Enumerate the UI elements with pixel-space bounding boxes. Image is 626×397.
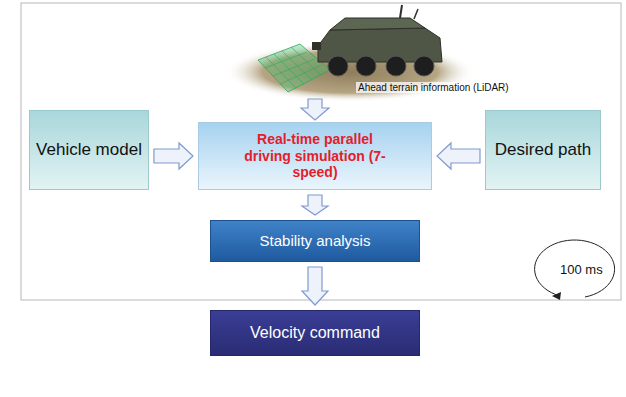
box-text: Real-time parallel driving simulation (7…: [239, 131, 391, 181]
cycle-time-label: 100 ms: [558, 262, 605, 277]
process-box: Stability analysis: [210, 220, 420, 262]
process-box: Real-time parallel driving simulation (7…: [198, 122, 432, 190]
input-box: Vehicle model: [29, 110, 149, 190]
input-arrow: [301, 99, 329, 120]
flow-arrow: [154, 143, 193, 169]
image-caption: Ahead terrain information (LiDAR): [356, 82, 511, 93]
input-box: Desired path: [485, 110, 601, 190]
box-text: Desired path: [495, 140, 591, 160]
box-text: Vehicle model: [36, 140, 142, 160]
frame: [21, 3, 621, 300]
flow-arrow: [437, 143, 480, 169]
cycle-arrow: [535, 240, 615, 300]
output-box: Velocity command: [210, 310, 420, 356]
box-text: Stability analysis: [260, 232, 371, 250]
flow-arrow: [302, 267, 328, 305]
flow-arrow: [302, 195, 328, 215]
box-text: Velocity command: [250, 323, 380, 342]
